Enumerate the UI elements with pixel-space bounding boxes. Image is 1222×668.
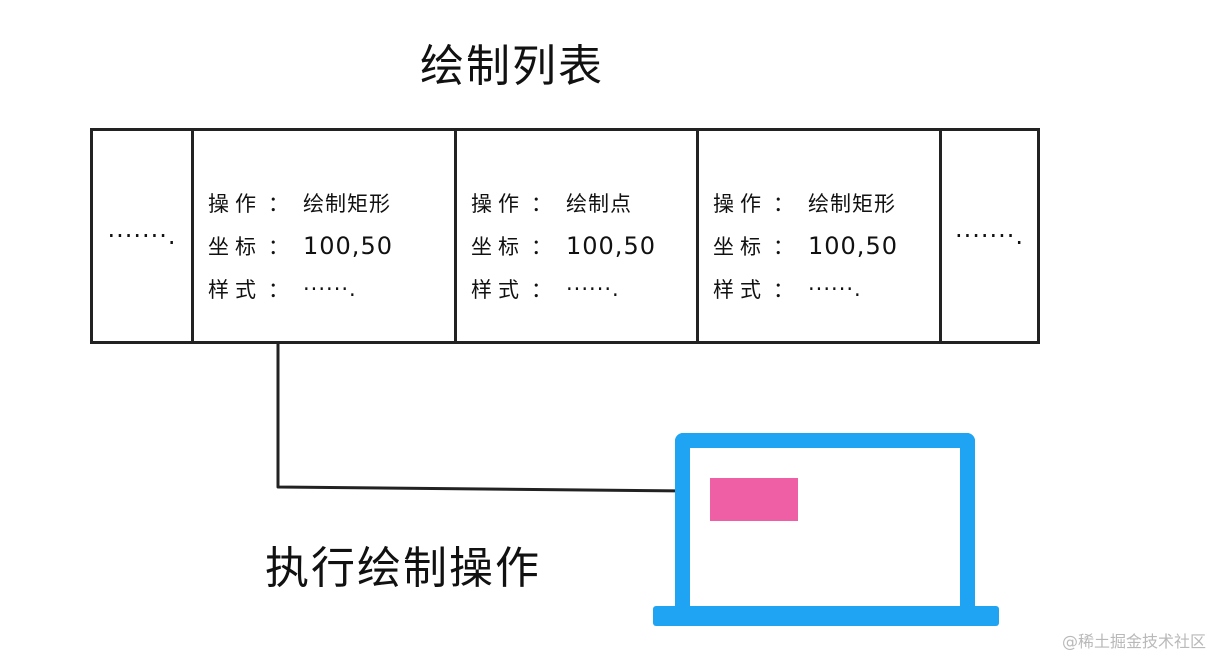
style-value: ······. xyxy=(303,276,357,301)
coordinate-key: 坐标 xyxy=(471,234,525,259)
coordinate-key: 坐标 xyxy=(713,234,767,259)
operation-value: 绘制点 xyxy=(566,191,632,216)
operation-value: 绘制矩形 xyxy=(303,191,391,216)
list-cell-record-1: 操作 ： 绘制矩形 坐标 ： 100,50 样式 ： ······. xyxy=(194,131,457,341)
style-separator: ： xyxy=(773,277,794,302)
operation-row: 操作 ： 绘制矩形 xyxy=(713,181,939,224)
ellipsis-text: ·······. xyxy=(107,222,177,250)
operation-row: 操作 ： 绘制点 xyxy=(471,181,696,224)
laptop-base xyxy=(653,606,999,626)
list-cell-trailing-ellipsis: ·······. xyxy=(942,131,1037,341)
coordinate-row: 坐标 ： 100,50 xyxy=(713,224,939,267)
coordinate-value: 100,50 xyxy=(808,231,898,260)
operation-row: 操作 ： 绘制矩形 xyxy=(208,181,454,224)
coordinate-value: 100,50 xyxy=(566,231,656,260)
connector-line xyxy=(276,342,692,493)
style-separator: ： xyxy=(268,277,289,302)
list-cell-leading-ellipsis: ·······. xyxy=(93,131,194,341)
drawn-rectangle xyxy=(710,478,798,521)
action-label: 执行绘制操作 xyxy=(265,543,541,594)
style-value: ······. xyxy=(808,276,862,301)
ellipsis-text: ·······. xyxy=(954,222,1025,250)
style-separator: ： xyxy=(531,277,552,302)
list-cell-record-2: 操作 ： 绘制点 坐标 ： 100,50 样式 ： ······. xyxy=(457,131,699,341)
operation-value: 绘制矩形 xyxy=(808,191,896,216)
coordinate-row: 坐标 ： 100,50 xyxy=(208,224,454,267)
operation-key: 操作 xyxy=(713,191,767,216)
coordinate-row: 坐标 ： 100,50 xyxy=(471,224,696,267)
style-row: 样式 ： ······. xyxy=(713,267,939,310)
operation-separator: ： xyxy=(531,191,552,216)
diagram-title: 绘制列表 xyxy=(420,41,604,92)
operation-separator: ： xyxy=(268,191,289,216)
operation-separator: ： xyxy=(773,191,794,216)
watermark: @稀土掘金技术社区 xyxy=(1061,632,1206,651)
draw-list: ·······. 操作 ： 绘制矩形 坐标 ： 100,50 样式 ： ····… xyxy=(90,128,1040,344)
operation-key: 操作 xyxy=(471,191,525,216)
style-value: ······. xyxy=(566,276,620,301)
style-key: 样式 xyxy=(208,277,262,302)
style-row: 样式 ： ······. xyxy=(208,267,454,310)
style-row: 样式 ： ······. xyxy=(471,267,696,310)
coordinate-value: 100,50 xyxy=(303,231,393,260)
style-key: 样式 xyxy=(713,277,767,302)
coordinate-key: 坐标 xyxy=(208,234,262,259)
style-key: 样式 xyxy=(471,277,525,302)
coordinate-separator: ： xyxy=(531,234,552,259)
operation-key: 操作 xyxy=(208,191,262,216)
coordinate-separator: ： xyxy=(268,234,289,259)
coordinate-separator: ： xyxy=(773,234,794,259)
laptop-icon xyxy=(675,433,975,613)
list-cell-record-3: 操作 ： 绘制矩形 坐标 ： 100,50 样式 ： ······. xyxy=(699,131,942,341)
